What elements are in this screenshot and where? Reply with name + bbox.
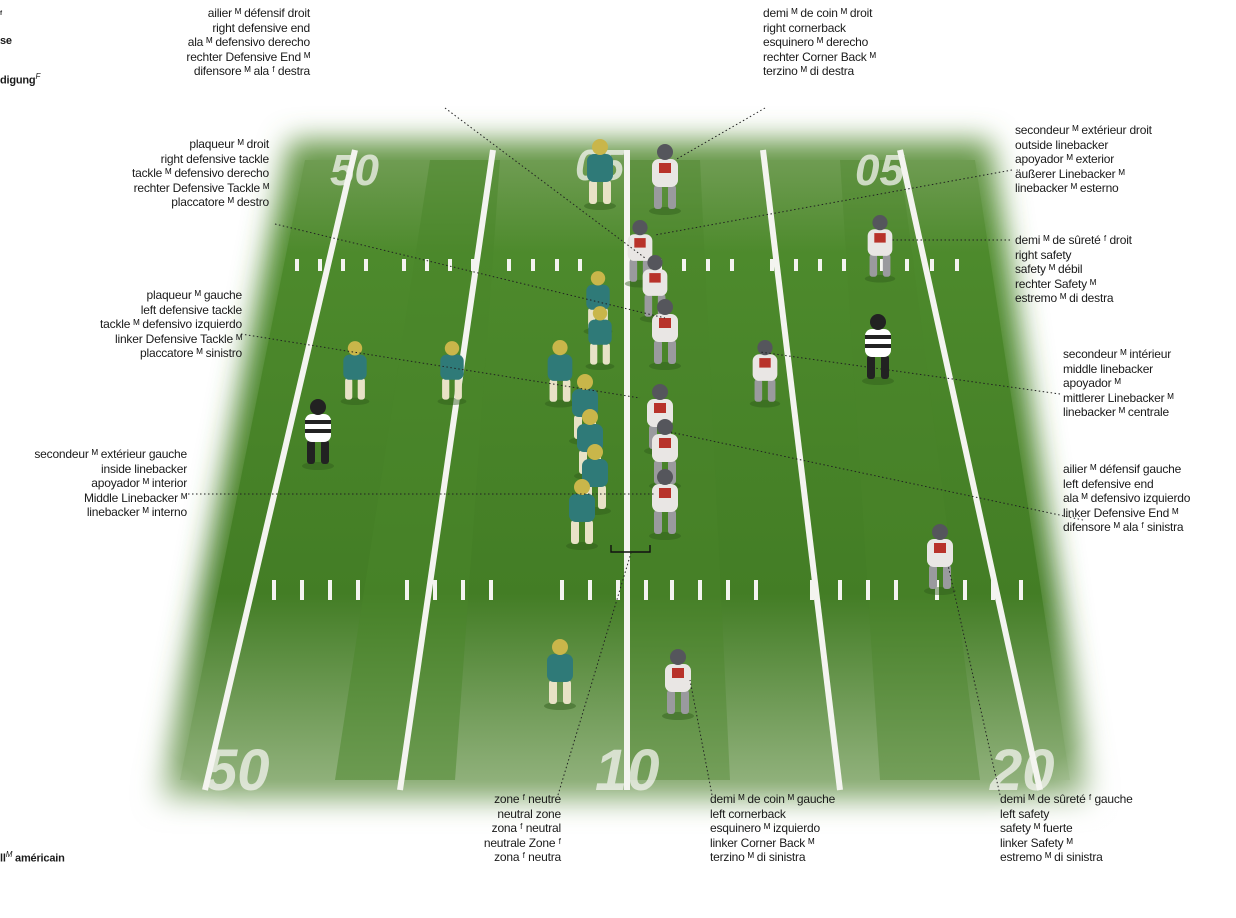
edge-fragment-top3: digungF <box>0 70 40 88</box>
label-left-safety: demi ᴹ de sûreté ᶠ gauche left safety sa… <box>1000 792 1133 865</box>
edge-fragment-top1: ᶠ <box>0 7 2 22</box>
label-right-defensive-tackle: plaqueur ᴹ droit right defensive tackle … <box>132 137 269 210</box>
label-right-safety: demi ᴹ de sûreté ᶠ droit right safety sa… <box>1015 233 1132 306</box>
label-outside-linebacker: secondeur ᴹ extérieur droit outside line… <box>1015 123 1152 196</box>
label-left-defensive-end: ailier ᴹ défensif gauche left defensive … <box>1063 462 1190 535</box>
edge-fragment-bottom: llM américain <box>0 848 65 866</box>
label-left-defensive-tackle: plaqueur ᴹ gauche left defensive tackle … <box>100 288 242 361</box>
edge-fragment-top2: se <box>0 34 12 49</box>
label-middle-linebacker: secondeur ᴹ intérieur middle linebacker … <box>1063 347 1173 420</box>
label-neutral-zone: zone ᶠ neutre neutral zone zona ᶠ neutra… <box>484 792 561 865</box>
label-left-cornerback: demi ᴹ de coin ᴹ gauche left cornerback … <box>710 792 835 865</box>
label-right-defensive-end: ailier ᴹ défensif droit right defensive … <box>186 6 310 79</box>
label-right-cornerback: demi ᴹ de coin ᴹ droit right cornerback … <box>763 6 876 79</box>
label-inside-linebacker: secondeur ᴹ extérieur gauche inside line… <box>34 447 187 520</box>
